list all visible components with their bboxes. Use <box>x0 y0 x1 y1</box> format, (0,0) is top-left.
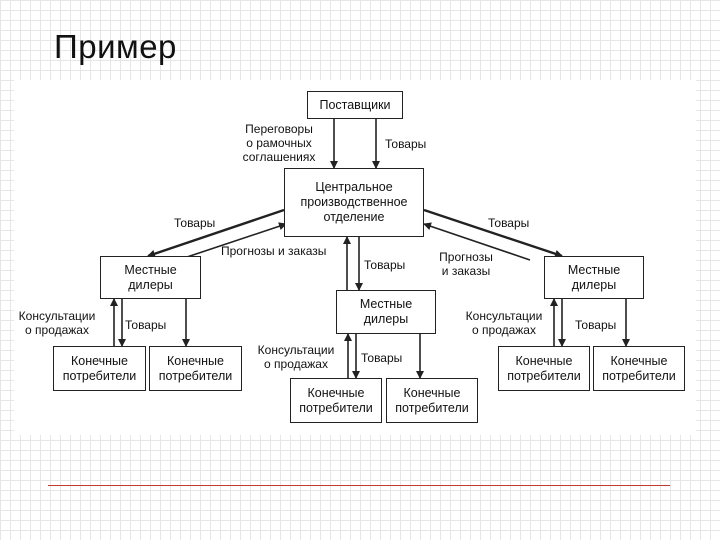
negotiations-label: Переговоры о рамочных соглашениях <box>242 122 316 164</box>
arrow-forecasts-left <box>177 222 287 261</box>
dealers-left-box: Местные дилеры <box>100 256 201 299</box>
sales-consulting-label: Консультации о продажах <box>465 309 543 337</box>
dealers-right-box: Местные дилеры <box>544 256 644 299</box>
dealers-center-box: Местные дилеры <box>336 290 436 334</box>
goods-label: Товары <box>575 318 617 332</box>
forecasts-orders-label: Прогнозы и заказы <box>439 250 493 278</box>
consumers-box: Конечные потребители <box>53 346 146 391</box>
arrow-goods-right <box>423 208 563 258</box>
arrow-forecasts-right <box>423 222 531 261</box>
goods-label: Товары <box>364 258 406 272</box>
goods-label: Товары <box>174 216 216 230</box>
footer-divider <box>48 485 670 486</box>
consumers-box: Конечные потребители <box>290 378 382 423</box>
sales-consulting-label: Консультации о продажах <box>18 309 96 337</box>
central-production-box: Центральное производственное отделение <box>284 168 424 237</box>
goods-label: Товары <box>385 137 427 151</box>
goods-label: Товары <box>125 318 167 332</box>
diagram-connectors <box>110 112 630 379</box>
suppliers-box: Поставщики <box>307 91 403 119</box>
goods-label: Товары <box>488 216 530 230</box>
sales-consulting-label: Консультации о продажах <box>257 343 335 371</box>
distribution-diagram: Поставщики Центральное производственное … <box>14 80 696 435</box>
consumers-box: Конечные потребители <box>498 346 590 391</box>
consumers-box: Конечные потребители <box>386 378 478 423</box>
goods-label: Товары <box>361 351 403 365</box>
consumers-box: Конечные потребители <box>593 346 685 391</box>
forecasts-orders-label: Прогнозы и заказы <box>221 244 327 258</box>
slide-title: Пример <box>54 28 177 65</box>
arrow-goods-left <box>147 208 285 258</box>
consumers-box: Конечные потребители <box>149 346 242 391</box>
